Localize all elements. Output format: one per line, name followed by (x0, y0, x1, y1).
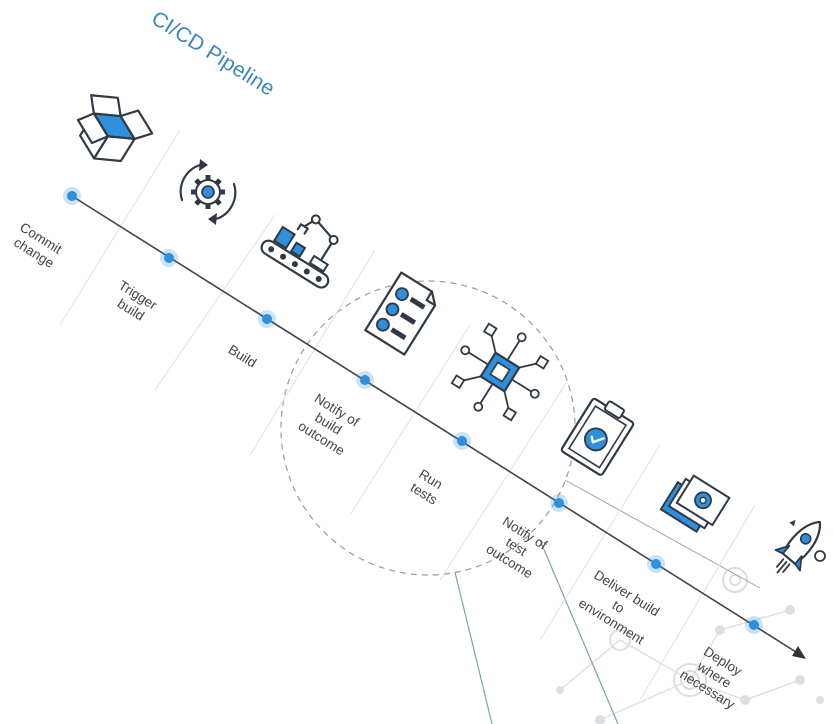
timeline-line (71, 195, 797, 653)
step-label-trigger-build: Trigger build (107, 278, 162, 329)
step-label-run-tests: Run tests (408, 466, 449, 508)
timeline-dot-run-tests (453, 432, 471, 450)
gear-cycle-icon (179, 159, 237, 225)
step-label-commit-change: Commit change (9, 220, 68, 273)
layered-settings-icon (659, 474, 731, 533)
highlight-pointer-line (454, 571, 493, 724)
notify-divider-line (564, 479, 761, 589)
robot-arm-conveyor-icon (260, 214, 339, 289)
timeline-dot-deliver (647, 555, 665, 573)
step-separators (59, 129, 756, 701)
open-box-icon (76, 94, 154, 163)
timeline-dot-commit (63, 187, 81, 205)
timeline-arrowhead (792, 646, 806, 659)
timeline-dots (63, 187, 763, 634)
step-label-notify-test-outcome: Notify of test outcome (483, 514, 553, 582)
step-label-deliver-build: Deliver build to environment (574, 567, 665, 648)
clipboard-check-icon (560, 397, 635, 476)
step-label-build: Build (226, 342, 259, 371)
background-network-decoration (556, 567, 824, 724)
timeline-dot-trigger (160, 249, 178, 267)
network-chip-icon (450, 322, 550, 422)
rocket-icon (774, 519, 826, 574)
step-label-notify-build-outcome: Notify of build outcome (295, 391, 365, 459)
timeline-dot-notify-build (356, 371, 374, 389)
timeline-dot-build (258, 310, 276, 328)
timeline-dot-notify-test (550, 494, 568, 512)
diagram-title: CI/CD Pipeline (147, 7, 278, 101)
timeline-dot-deploy (745, 616, 763, 634)
highlight-pointer-line-2 (539, 539, 619, 724)
checklist-document-icon (364, 271, 437, 356)
